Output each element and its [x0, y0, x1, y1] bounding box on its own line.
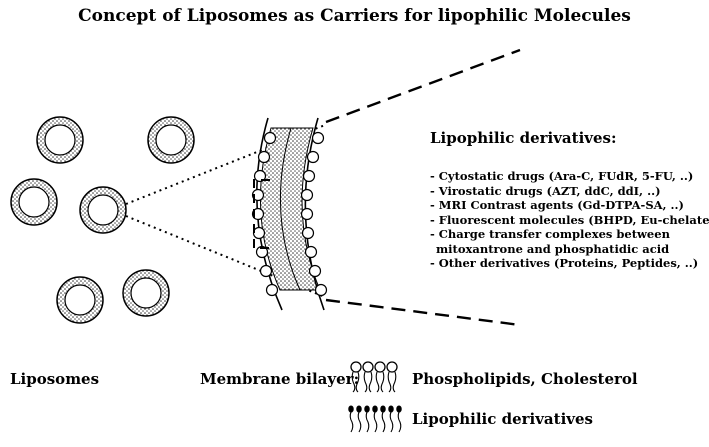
liposomes-label: Liposomes — [10, 370, 100, 388]
lipophilic-derivative-icon — [348, 405, 402, 433]
derivatives-heading: Lipophilic derivatives: — [430, 129, 617, 147]
list-item: - Virostatic drugs (AZT, ddC, ddI, ..) — [430, 183, 661, 198]
zoom-lines-dashed — [325, 48, 521, 327]
list-item: - Other derivatives (Proteins, Peptides,… — [430, 256, 699, 270]
lipophilic-derivatives-label: Lipophilic derivatives — [412, 410, 593, 428]
phospholipids-label: Phospholipids, Cholesterol — [412, 370, 638, 388]
list-item: mitoxantrone and phosphatidic acid — [436, 241, 670, 256]
list-item: - Fluorescent molecules (BHPD, Eu-chelat… — [430, 212, 709, 227]
bilayer-bracket — [253, 179, 270, 249]
derivatives-list: - Cytostatic drugs (Ara-C, FUdR, 5-FU, .… — [430, 169, 709, 271]
list-item: - Cytostatic drugs (Ara-C, FUdR, 5-FU, .… — [430, 169, 694, 183]
page-title: Concept of Liposomes as Carriers for lip… — [78, 6, 631, 26]
list-item: - Charge transfer complexes between — [430, 227, 670, 241]
membrane-bilayer-segment — [251, 117, 328, 311]
liposome-group — [10, 116, 195, 324]
membrane-bilayer-label: Membrane bilayer: — [200, 370, 360, 388]
phospholipid-icon — [350, 361, 398, 393]
list-item: - MRI Contrast agents (Gd-DTPA-SA, ..) — [430, 198, 684, 212]
